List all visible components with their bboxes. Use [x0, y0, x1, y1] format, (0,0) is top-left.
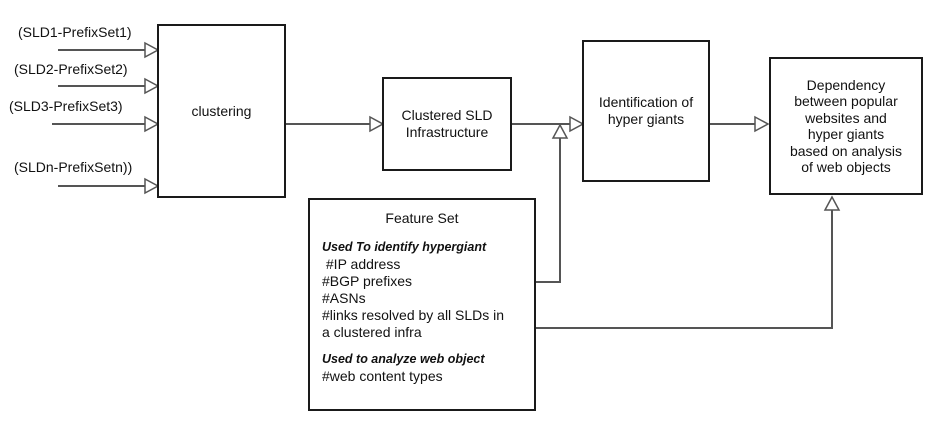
dependency-line-5: based on analysis — [789, 142, 903, 159]
hyper-giants-box: Identification of hyper giants — [582, 40, 710, 182]
hypergiants-line-2: hyper giants — [607, 111, 685, 127]
input-label-sld2: (SLD2-PrefixSet2) — [14, 61, 128, 77]
dependency-box: Dependency between popular websites and … — [769, 57, 923, 195]
dependency-line-6: of web objects — [801, 159, 891, 175]
clustered-line-2: Infrastructure — [405, 124, 489, 140]
clustering-label: clustering — [191, 102, 252, 119]
feature-item-links: #links resolved by all SLDs in — [322, 307, 505, 323]
dependency-line-3: websites and — [805, 109, 887, 126]
feature-set-box: Feature Set Used To identify hypergiant … — [308, 198, 536, 411]
clustered-line-1: Clustered SLD — [401, 107, 493, 123]
feature-section-webobject: Used to analyze web object — [322, 352, 485, 366]
input-label-sld3: (SLD3-PrefixSet3) — [9, 98, 123, 114]
clustered-sld-box: Clustered SLD Infrastructure — [382, 77, 512, 171]
feature-item-bgp: #BGP prefixes — [322, 273, 413, 289]
dependency-line-2: between popular — [794, 93, 898, 109]
feature-item-links-cont: a clustered infra — [322, 324, 422, 340]
dependency-line-1: Dependency — [806, 76, 886, 93]
feature-item-ip: #IP address — [322, 256, 401, 272]
dependency-line-4: hyper giants — [807, 126, 885, 142]
input-label-sld1: (SLD1-PrefixSet1) — [18, 24, 132, 40]
input-label-sldn: (SLDn-PrefixSetn)) — [14, 159, 133, 175]
feature-set-title: Feature Set — [385, 210, 459, 226]
clustering-box: clustering — [157, 24, 286, 198]
feature-item-asns: #ASNs — [322, 290, 366, 306]
hypergiants-line-1: Identification of — [598, 94, 694, 110]
feature-section-hypergiant: Used To identify hypergiant — [322, 240, 487, 254]
feature-item-web-content: #web content types — [322, 368, 443, 384]
